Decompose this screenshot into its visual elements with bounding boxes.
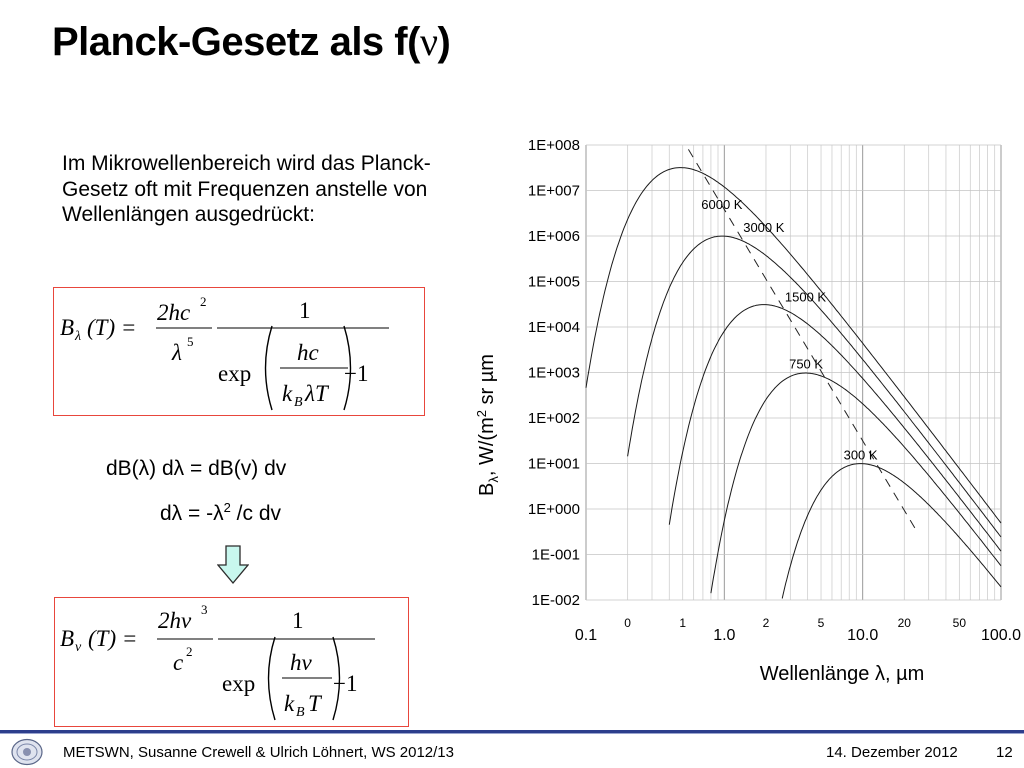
y-tick-label: 1E-002 — [532, 592, 580, 609]
footer-date: 14. Dezember 2012 — [826, 744, 958, 761]
svg-text:B: B — [60, 315, 74, 340]
svg-text:exp: exp — [222, 671, 255, 696]
svg-text:3: 3 — [201, 602, 208, 617]
intro-text: Im Mikrowellenbereich wird das Planck-Ge… — [62, 152, 431, 226]
grid-layer — [585, 144, 1002, 601]
svg-text:2: 2 — [186, 644, 193, 659]
footer-course: METSWN, Susanne Crewell & Ulrich Löhnert… — [63, 744, 454, 761]
svg-text:1: 1 — [292, 608, 304, 633]
y-tick-label: 1E+002 — [528, 410, 580, 427]
svg-text:ν: ν — [75, 640, 82, 655]
y-tick-label: 1E+005 — [528, 274, 580, 291]
y-tick-label: 1E+004 — [528, 319, 580, 336]
wien-line-layer — [687, 149, 919, 534]
svg-text:B: B — [60, 626, 74, 651]
curve-label-6000k: 6000 K — [701, 197, 743, 212]
tick-layer: 1E+008 1E+007 1E+006 1E+005 1E+004 1E+003 1E+0… — [528, 137, 1021, 644]
curve-3000k — [627, 235, 1002, 538]
y-tick-label: 1E+001 — [528, 456, 580, 473]
x-minor-tick-label: 50 — [953, 616, 967, 630]
svg-text:2hν: 2hν — [158, 608, 192, 633]
x-minor-tick-label: 2 — [763, 616, 770, 630]
x-minor-tick-label: 20 — [898, 616, 912, 630]
y-tick-label: 1E+008 — [528, 137, 580, 154]
curve-300k — [781, 463, 1002, 599]
y-axis-label: Bλ, W/(m2 sr µm — [474, 354, 501, 496]
y-tick-label: 1E+000 — [528, 501, 580, 518]
curve-label-300k: 300 K — [844, 448, 878, 463]
curve-750k — [710, 372, 1002, 594]
svg-text:k: k — [284, 691, 295, 716]
down-arrow-icon — [217, 545, 249, 585]
x-tick-label: 10.0 — [847, 627, 878, 644]
formula-frequency: B ν (T) = 2hν 3 c 2 1 exp hν k B T −1 — [60, 602, 375, 721]
curve-label-750k: 750 K — [789, 357, 823, 372]
svg-text:hc: hc — [297, 340, 319, 365]
title-nu: ν — [419, 19, 438, 64]
svg-text:5: 5 — [187, 334, 194, 349]
footer-page-number: 12 — [996, 744, 1013, 761]
svg-text:hν: hν — [290, 650, 313, 675]
svg-text:T: T — [308, 691, 323, 716]
y-tick-label: 1E+003 — [528, 365, 580, 382]
svg-text:B: B — [294, 395, 303, 410]
curve-label-1500k: 1500 K — [785, 289, 827, 304]
formula-wavelength: B λ (T) = 2hc 2 λ 5 1 exp hc k B λT −1 — [60, 294, 389, 411]
wien-dashed-line — [687, 149, 919, 534]
x-tick-label: 1.0 — [713, 627, 735, 644]
x-minor-tick-label: 0 — [624, 616, 631, 630]
svg-text:2hc: 2hc — [157, 300, 190, 325]
svg-text:c: c — [173, 650, 183, 675]
svg-text:exp: exp — [218, 361, 251, 386]
footer-divider-light — [0, 733, 1024, 734]
svg-text:k: k — [282, 381, 293, 406]
svg-text:−1: −1 — [344, 361, 368, 386]
curve-1500k — [668, 304, 1002, 552]
university-logo-icon — [11, 738, 43, 766]
footer-divider — [0, 730, 1024, 733]
slide-title: Planck-Gesetz als f(ν) — [52, 19, 451, 64]
curve-layer — [585, 167, 1002, 599]
svg-text:(T) =: (T) = — [87, 315, 136, 340]
svg-text:λ: λ — [171, 340, 182, 365]
x-tick-label: 100.0 — [981, 627, 1021, 644]
y-tick-label: 1E+006 — [528, 228, 580, 245]
y-tick-label: 1E-001 — [532, 547, 580, 564]
svg-text:2: 2 — [200, 294, 207, 309]
svg-text:λ: λ — [74, 329, 81, 344]
curve-6000k — [585, 167, 1002, 524]
svg-text:B: B — [296, 705, 305, 720]
y-tick-label: 1E+007 — [528, 183, 580, 200]
curve-label-3000k: 3000 K — [743, 220, 785, 235]
svg-text:λT: λT — [304, 381, 330, 406]
relation-dlambda: dλ = -λ2 /c dv — [160, 500, 282, 525]
formula-frequency-box: B ν (T) = 2hν 3 c 2 1 exp hν k B T −1 — [54, 597, 409, 727]
x-minor-tick-label: 1 — [679, 616, 686, 630]
svg-text:(T) =: (T) = — [88, 626, 137, 651]
relation-equation: dB(λ) dλ = dB(v) dv — [106, 457, 287, 480]
svg-text:−1: −1 — [333, 671, 357, 696]
svg-text:1: 1 — [299, 298, 311, 323]
x-tick-label: 0.1 — [575, 627, 597, 644]
x-axis-label: Wellenlänge λ, µm — [760, 663, 925, 685]
formula-wavelength-box: B λ (T) = 2hc 2 λ 5 1 exp hc k B λT −1 — [53, 287, 425, 416]
x-minor-tick-label: 5 — [818, 616, 825, 630]
